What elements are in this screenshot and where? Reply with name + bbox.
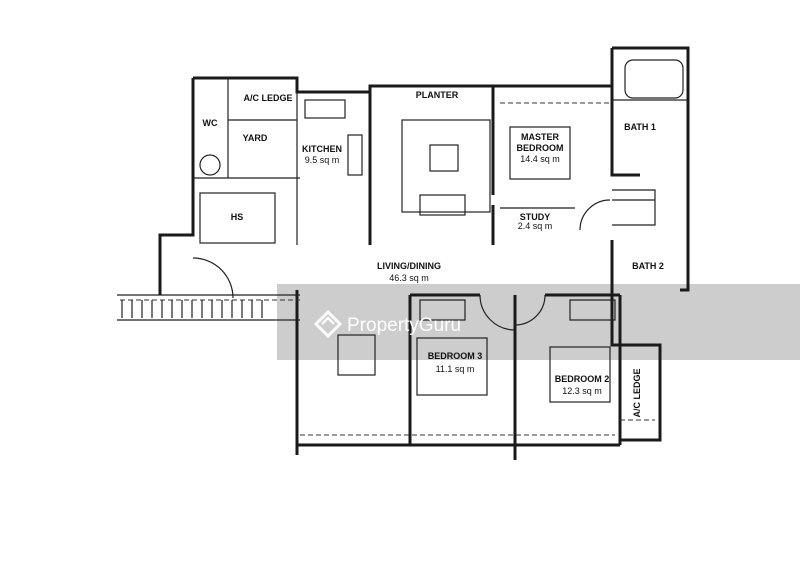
room-area-kitchen: 9.5 sq m (305, 155, 340, 165)
room-area-master-bedroom: 14.4 sq m (520, 154, 560, 164)
watermark-band (277, 284, 800, 360)
room-label-study: STUDY (520, 212, 551, 222)
room-label-bedroom2: BEDROOM 2 (555, 374, 610, 384)
room-label-bath1: BATH 1 (624, 122, 656, 132)
room-label-bedroom3: BEDROOM 3 (428, 351, 483, 361)
room-label-bath2: BATH 2 (632, 261, 664, 271)
room-label-kitchen: KITCHEN (302, 144, 342, 154)
room-label-master-bedroom: MASTER (521, 132, 560, 142)
room-label-planter: PLANTER (416, 90, 459, 100)
balcony-railing (117, 294, 300, 321)
walls (120, 46, 690, 460)
propertyguru-logo-icon (313, 309, 343, 339)
room-label-hs: HS (231, 212, 244, 222)
room-label-master-bedroom-2: BEDROOM (517, 143, 564, 153)
room-label-wc: WC (203, 118, 218, 128)
room-area-study: 2.4 sq m (518, 221, 553, 231)
room-label-living-dining: LIVING/DINING (377, 261, 441, 271)
fixtures (192, 59, 684, 403)
room-area-bedroom3: 11.1 sq m (436, 364, 475, 374)
room-label-ac-ledge: A/C LEDGE (243, 93, 292, 103)
watermark-text: PropertyGuru (347, 315, 461, 336)
room-label-yard: YARD (243, 133, 268, 143)
room-area-living-dining: 46.3 sq m (389, 273, 429, 283)
room-area-bedroom2: 12.3 sq m (562, 386, 602, 396)
room-label-ac-ledge-side: A/C LEDGE (632, 368, 642, 417)
